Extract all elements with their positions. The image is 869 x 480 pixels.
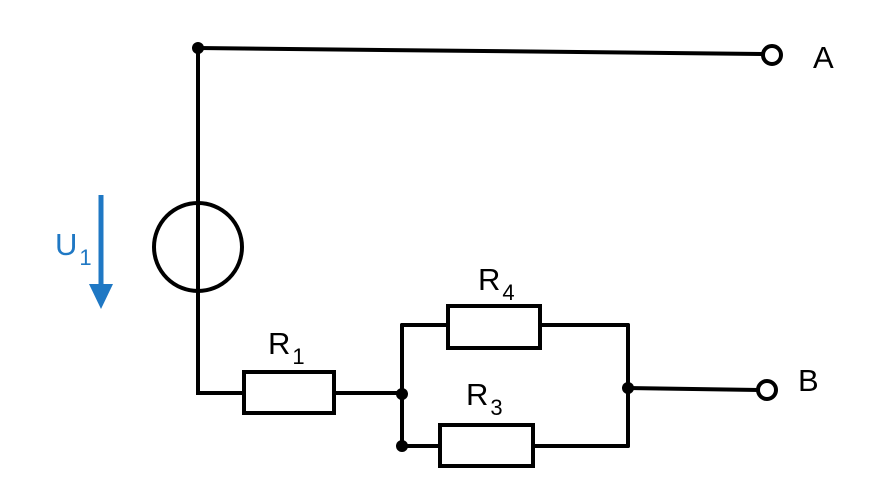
- source-label-main: U: [55, 227, 77, 262]
- r4-label-subscript: 4: [502, 280, 514, 305]
- r1-label-main: R: [268, 326, 290, 361]
- source-label: U1: [55, 227, 92, 270]
- r1-label: R1: [268, 326, 305, 369]
- resistor-r1: [242, 370, 336, 415]
- source-label-subscript: 1: [79, 245, 91, 270]
- junction-bottom-left: [396, 440, 408, 452]
- junction-top-left: [192, 42, 204, 54]
- r3-label-main: R: [466, 377, 488, 412]
- r4-label: R4: [478, 262, 515, 305]
- voltage-arrow-head-icon: [89, 284, 113, 309]
- terminal-a: [761, 44, 783, 66]
- wire-top: [196, 46, 764, 56]
- junction-right: [622, 382, 634, 394]
- r3-label-subscript: 3: [490, 395, 502, 420]
- wire-left-lower: [196, 290, 246, 395]
- r4-label-main: R: [478, 262, 500, 297]
- junction-middle: [396, 388, 408, 400]
- resistor-r3: [438, 423, 535, 468]
- resistor-r4: [446, 304, 542, 350]
- r3-label: R3: [466, 377, 503, 420]
- terminal-a-label: A: [813, 40, 834, 75]
- r1-label-subscript: 1: [292, 344, 304, 369]
- terminal-b: [756, 379, 778, 401]
- terminal-b-label: B: [798, 363, 819, 398]
- wire-to-b: [626, 386, 761, 392]
